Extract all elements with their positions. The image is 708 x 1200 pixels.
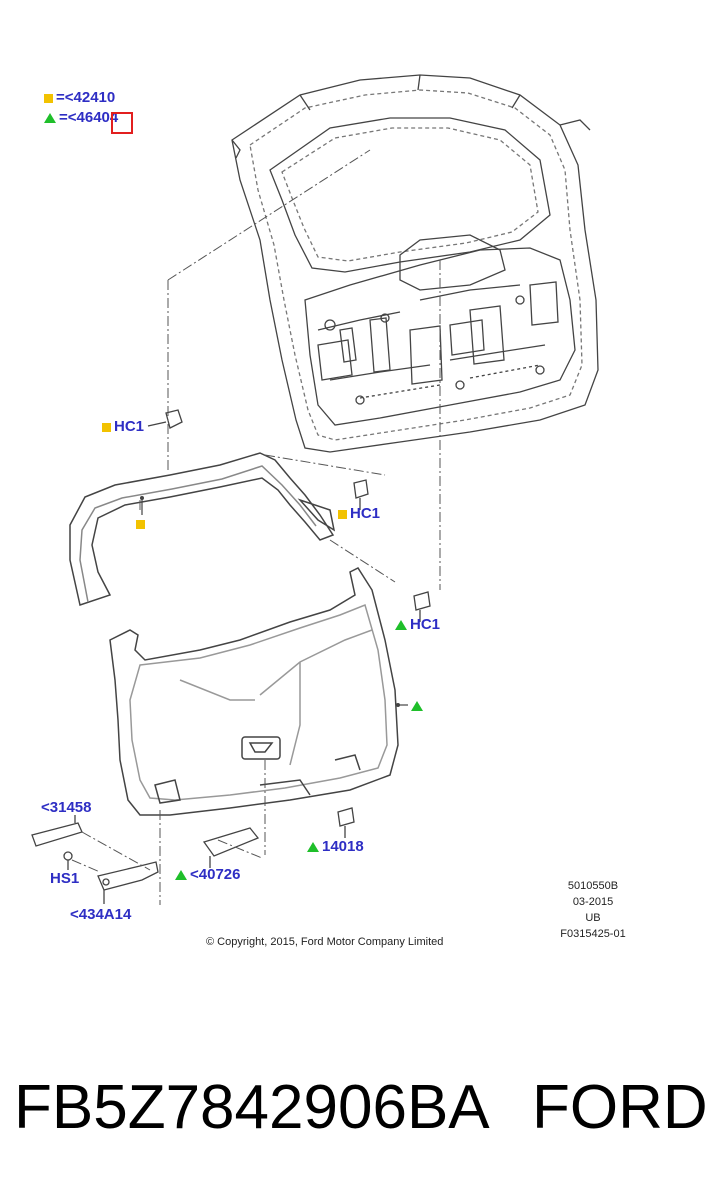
- callout-31458: <31458: [41, 800, 91, 816]
- callout-31458-label: <31458: [41, 799, 92, 816]
- legend-square-row: =<42410: [44, 90, 115, 106]
- bracket-434a14: [97, 861, 159, 904]
- clip-14018: [337, 807, 355, 838]
- legend-square-eq: =: [56, 89, 65, 106]
- liftgate-door-frame: [231, 74, 599, 453]
- leader-dot: [140, 496, 144, 500]
- square-marker-icon: [102, 422, 111, 432]
- info-line-1: 5010550B: [567, 880, 619, 892]
- triangle-marker-icon: [307, 842, 319, 853]
- info-line-2: 03-2015: [572, 896, 614, 908]
- legend-triangle-eq: =: [59, 109, 68, 126]
- legend-triangle-row: =<46404: [44, 110, 118, 126]
- brand-name: FORD: [532, 1073, 708, 1142]
- info-block: 5010550B 03-2015 UB F0315425-01: [548, 880, 638, 941]
- info-line-4: F0315425-01: [560, 928, 626, 940]
- callout-hc1-right-label: HC1: [350, 505, 381, 522]
- triangle-marker-icon: [44, 113, 56, 124]
- square-marker-icon: [338, 509, 347, 519]
- callout-hc1-right: HC1: [338, 506, 380, 522]
- part-31458-strip: [31, 815, 83, 847]
- callout-square-arch: [136, 516, 148, 532]
- callout-hs1: HS1: [50, 871, 79, 887]
- legend-square-code: <42410: [64, 89, 116, 106]
- callout-434a14-label: <434A14: [70, 906, 132, 923]
- callout-hc1-top-label: HC1: [114, 418, 145, 435]
- copyright-text: © Copyright, 2015, Ford Motor Company Li…: [206, 936, 444, 948]
- lower-trim-panel: [109, 567, 399, 816]
- upper-trim-garnish: [69, 452, 336, 606]
- callout-14018-label: 14018: [322, 838, 364, 855]
- cover-40726: [202, 827, 260, 868]
- legend-triangle-code: <46404: [67, 109, 119, 126]
- callout-hs1-label: HS1: [50, 870, 80, 887]
- callout-14018: 14018: [307, 839, 364, 855]
- callout-434a14: <434A14: [70, 907, 131, 923]
- callout-hc1-lower-label: HC1: [410, 616, 441, 633]
- tailgate-exploded-diagram: [31, 74, 599, 905]
- triangle-marker-icon: [175, 870, 187, 881]
- callout-40726-label: <40726: [190, 866, 241, 883]
- triangle-marker-icon: [395, 620, 407, 631]
- info-line-3: UB: [585, 912, 601, 924]
- triangle-marker-icon: [411, 701, 423, 712]
- callout-hc1-top: HC1: [102, 419, 144, 435]
- clip-hc1-lower: [413, 591, 431, 622]
- leader-dot: [396, 703, 400, 707]
- callout-hc1-lower: HC1: [395, 617, 440, 633]
- assembly-lines: [71, 149, 441, 905]
- callout-triangle-right: [411, 698, 426, 714]
- screw-hs1: [63, 851, 73, 870]
- clip-hc1-right: [353, 479, 369, 510]
- highlight-box: [111, 112, 133, 134]
- clip-hc1-top: [147, 409, 183, 429]
- square-marker-icon: [44, 93, 53, 103]
- callout-40726: <40726: [175, 867, 240, 883]
- part-number: FB5Z7842906BA: [14, 1073, 490, 1142]
- square-marker-icon: [136, 519, 145, 529]
